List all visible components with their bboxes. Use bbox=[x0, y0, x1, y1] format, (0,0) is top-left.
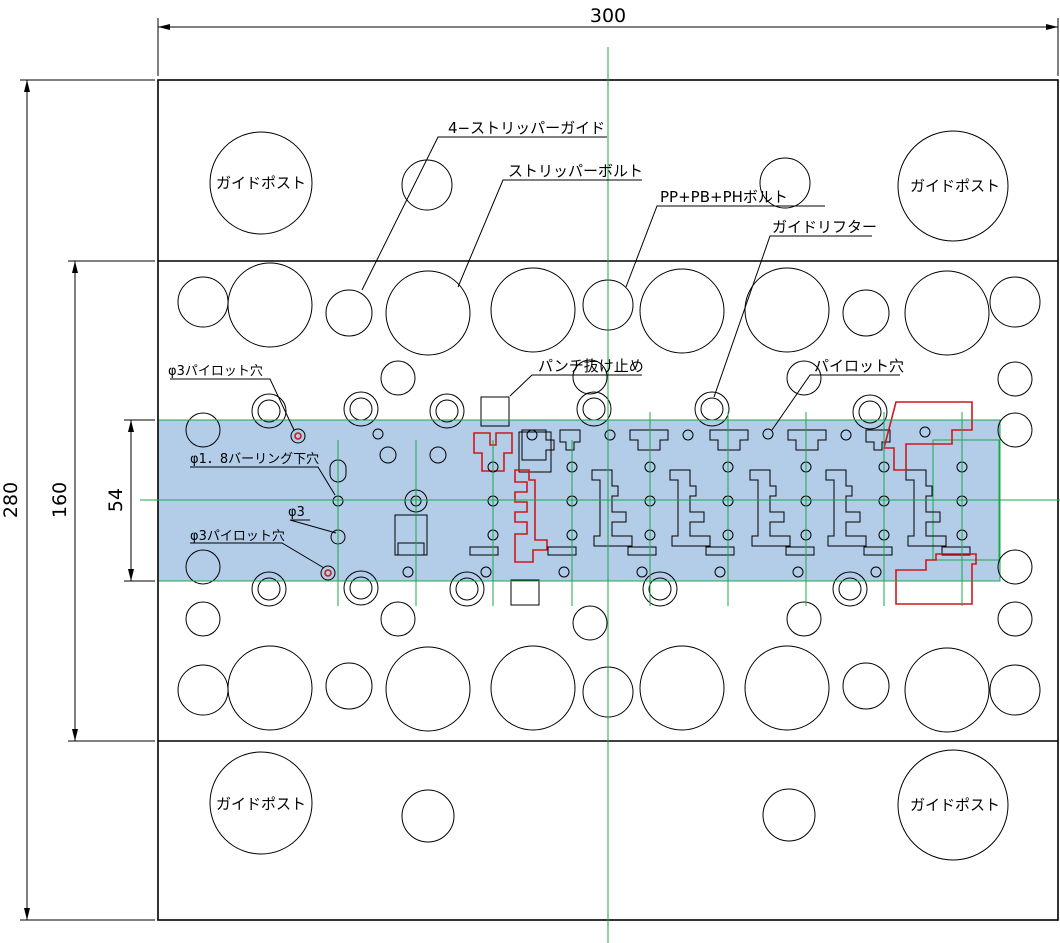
label-pilot-hole: パイロット穴 bbox=[814, 357, 904, 375]
centerlines bbox=[140, 47, 1060, 943]
punch-stopper-block bbox=[480, 396, 552, 606]
guide-post-label-1: ガイドポスト bbox=[216, 174, 306, 192]
guide-post-label-2: ガイドポスト bbox=[910, 177, 1000, 195]
label-punch-stopper: パンチ抜け止め bbox=[538, 357, 644, 375]
dimension-height-text: 280 bbox=[0, 482, 22, 518]
label-pilot-hole-3-bottom: φ3パイロット穴 bbox=[190, 529, 285, 544]
label-stripper-guide: 4−ストリッパーガイド bbox=[448, 119, 605, 137]
dimension-strip-text: 54 bbox=[105, 488, 127, 512]
dimension-strip: 54 bbox=[105, 419, 155, 582]
label-guide-lifter: ガイドリフター bbox=[772, 218, 877, 236]
guide-post-label-4: ガイドポスト bbox=[910, 796, 1000, 814]
red-end-blocks bbox=[882, 401, 977, 605]
dimension-inner-text: 160 bbox=[49, 482, 71, 518]
leader-lines bbox=[170, 136, 900, 569]
dimension-height: 280 bbox=[0, 79, 155, 921]
dimension-width: 300 bbox=[157, 5, 1059, 76]
label-stripper-bolt: ストリッパーボルト bbox=[508, 162, 643, 180]
lower-hole-row bbox=[177, 645, 1041, 733]
guide-posts: ガイドポスト ガイドポスト ガイドポスト ガイドポスト bbox=[209, 130, 1009, 861]
dimension-inner: 160 bbox=[49, 260, 155, 742]
upper-hole-row bbox=[177, 262, 1041, 356]
dimension-width-text: 300 bbox=[590, 5, 626, 27]
strip-part-shapes bbox=[469, 429, 971, 563]
guide-post-label-3: ガイドポスト bbox=[216, 795, 306, 813]
label-burring-hole: φ1．8バーリング下穴 bbox=[190, 452, 319, 467]
guide-lifters bbox=[251, 391, 888, 607]
small-holes bbox=[185, 359, 1033, 641]
label-phi3: φ3 bbox=[288, 505, 305, 520]
label-pilot-hole-3-top: φ3パイロット穴 bbox=[168, 364, 263, 379]
label-pp-pb-ph-bolt: PP+PB+PHボルト bbox=[660, 188, 788, 206]
stripper-guides bbox=[401, 157, 816, 843]
